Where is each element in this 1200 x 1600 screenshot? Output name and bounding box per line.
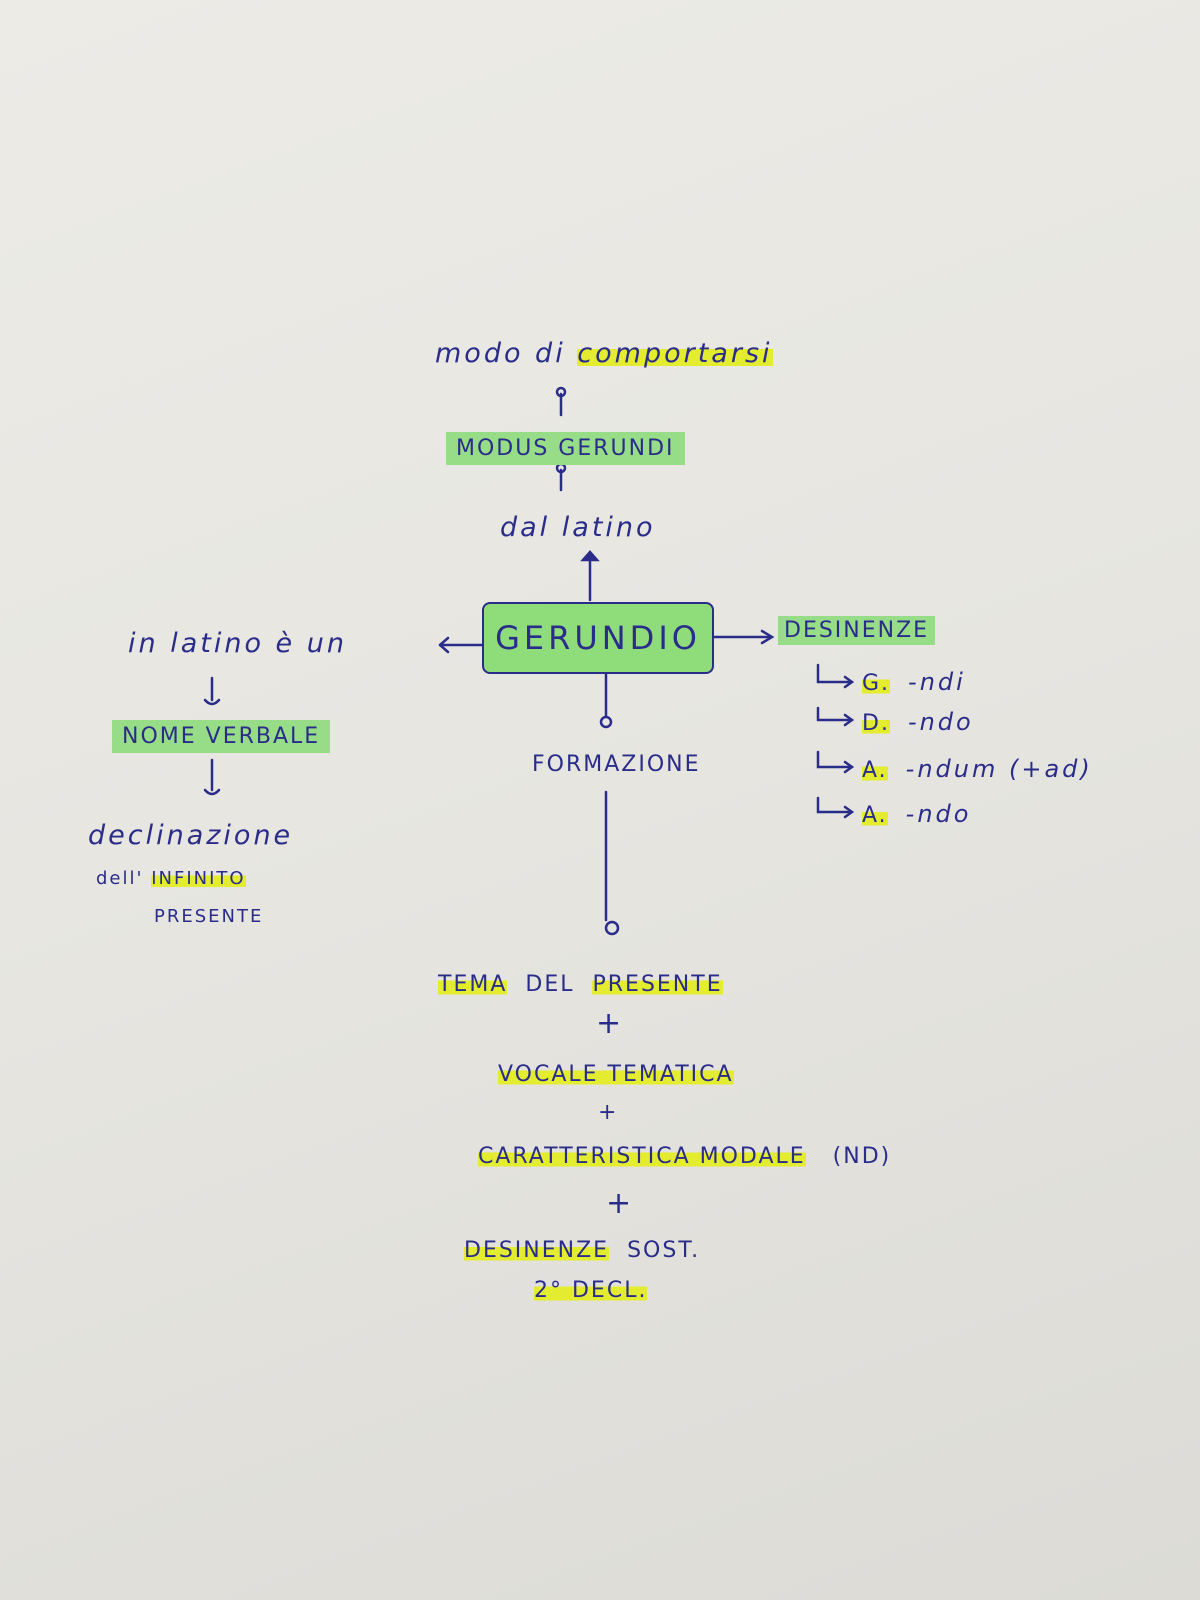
ending-text: -ndo [905, 800, 972, 828]
meaning-highlight: comportarsi [577, 338, 773, 369]
modus-gerundi-label: MODUS GERUNDI [446, 432, 685, 465]
desinenza-dative: D. -ndo [862, 708, 974, 736]
desinenza-accusative: A. -ndum (+ad) [862, 755, 1093, 783]
vocale-tematica-text: VOCALE TEMATICA [498, 1062, 734, 1087]
sost-text: SOST. [627, 1238, 701, 1263]
caratteristica-text: CARATTERISTICA MODALE [478, 1144, 806, 1169]
caratteristica-line: CARATTERISTICA MODALE (ND) [478, 1144, 891, 1169]
case-label: A. [862, 803, 888, 828]
ending-text: -ndum (+ad) [905, 755, 1093, 783]
desinenze-sost-line: DESINENZE SOST. [464, 1238, 700, 1263]
tema-text: TEMA [438, 972, 508, 997]
del-text: DEL [525, 972, 575, 997]
plus-sign: + [598, 1100, 617, 1125]
ending-text: -ndo [907, 708, 974, 736]
presente-highlight: PRESENTE [592, 972, 723, 997]
infinito-text: INFINITO [151, 868, 246, 889]
case-label: A. [862, 758, 888, 783]
gerundio-title: GERUNDIO [495, 619, 701, 657]
origin-text: dal latino [500, 512, 656, 543]
case-label: G. [862, 671, 891, 696]
case-label: D. [862, 711, 890, 736]
formazione-label: FORMAZIONE [532, 752, 701, 777]
tema-presente-line: TEMA DEL PRESENTE [438, 972, 723, 997]
dell-text: dell' [96, 868, 144, 889]
declinazione-text: declinazione [88, 820, 294, 851]
infinito-line: dell' INFINITO [96, 868, 246, 889]
nome-verbale-label: NOME VERBALE [112, 720, 331, 753]
decl-text: 2° DECL. [534, 1278, 648, 1303]
meaning-prefix: modo di [435, 338, 578, 369]
presente-text: PRESENTE [154, 906, 264, 927]
ending-text: -ndi [908, 668, 966, 696]
vocale-tematica-highlight: VOCALE TEMATICA [498, 1062, 734, 1087]
plus-sign: + [606, 1186, 632, 1221]
desinenze-text: DESINENZE [464, 1238, 610, 1263]
desinenza-ablative: A. -ndo [862, 800, 971, 828]
desinenza-genitive: G. -ndi [862, 668, 966, 696]
gerundio-box: GERUNDIO [482, 602, 714, 674]
nd-text: (ND) [832, 1144, 892, 1169]
plus-sign: + [596, 1006, 622, 1041]
desinenze-label: DESINENZE [778, 616, 936, 645]
left-intro: in latino è un [128, 628, 347, 659]
meaning-text: modo di comportarsi [435, 338, 773, 369]
decl-highlight: 2° DECL. [534, 1278, 648, 1303]
